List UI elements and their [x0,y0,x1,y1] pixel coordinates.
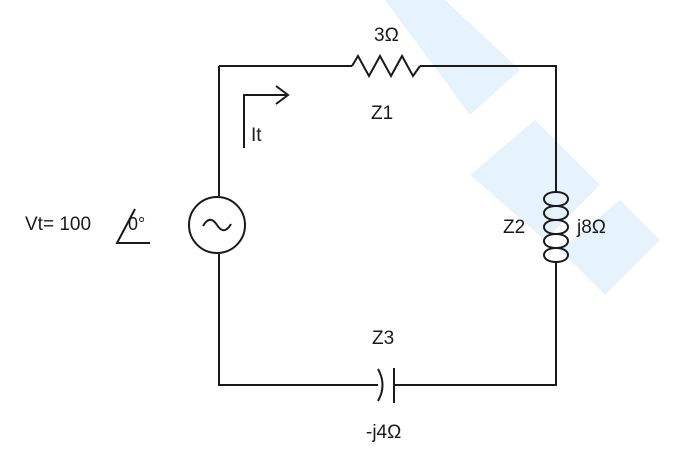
current-arrow-icon [243,85,290,148]
z2-value-label: j8Ω [577,217,606,238]
z1-name-label: Z1 [371,103,394,124]
current-label: It [251,125,262,146]
resistor-icon [351,53,421,79]
z3-value-label: -j4Ω [366,422,402,443]
left-wire-bottom [218,254,378,386]
top-wire-right [420,65,557,192]
capacitor-icon [377,368,395,403]
watermark [385,0,660,295]
z3-name-label: Z3 [372,328,395,349]
ac-source-icon [188,196,246,254]
source-angle-label: 0° [128,214,146,234]
source-voltage-label: Vt= 100 [25,214,92,235]
z2-name-label: Z2 [503,217,526,238]
z1-value-label: 3Ω [374,25,399,46]
right-wire-bottom [394,262,557,386]
angle-symbol-icon [115,208,150,244]
